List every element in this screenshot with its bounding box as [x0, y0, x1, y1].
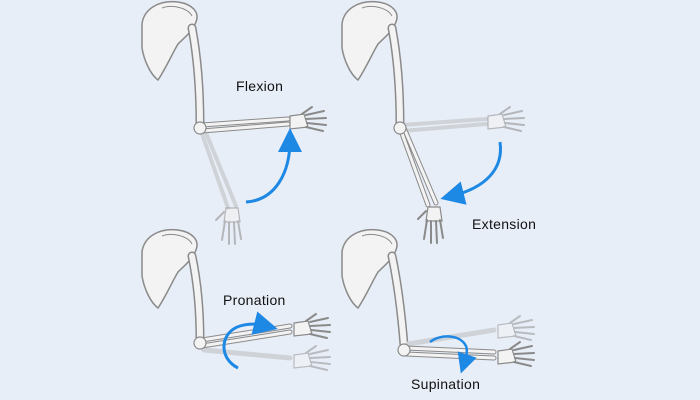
extension-arrow — [440, 141, 502, 205]
supination-arm-illustration — [341, 228, 535, 367]
pronation-arm-illustration — [141, 228, 331, 371]
flexion-arrow — [245, 128, 302, 204]
supination-arrow — [429, 335, 477, 374]
pronation-arrow — [222, 311, 278, 370]
flexion-label: Flexion — [236, 78, 284, 94]
supination-label: Supination — [411, 376, 481, 392]
pronation-label: Pronation — [223, 292, 286, 308]
extension-label: Extension — [472, 216, 537, 232]
extension-arm-illustration — [341, 0, 525, 244]
flexion-arm-illustration — [141, 0, 327, 245]
